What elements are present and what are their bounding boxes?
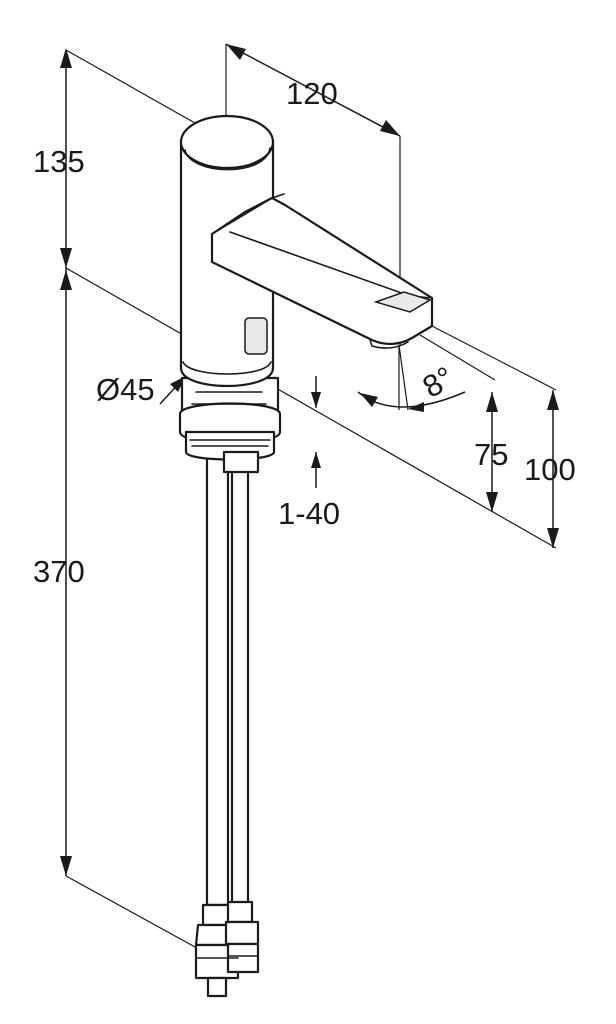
dim-label-diameter: Ø45 xyxy=(96,372,155,407)
dim-label-100: 100 xyxy=(524,452,576,487)
dimension-lines xyxy=(60,43,559,876)
supply-hoses xyxy=(194,450,260,998)
dim-label-370: 370 xyxy=(33,554,85,589)
dim-label-angle: 8° xyxy=(417,360,460,405)
dim-label-75: 75 xyxy=(474,437,508,472)
dim-label-deck: 1-40 xyxy=(278,496,340,531)
spout xyxy=(210,193,434,349)
dimension-labels: 135 120 Ø45 8° 75 100 1-40 370 xyxy=(33,76,576,589)
dim-label-120: 120 xyxy=(286,76,338,111)
dim-label-135: 135 xyxy=(33,144,85,179)
sensor-window xyxy=(244,317,268,355)
mounting-nut xyxy=(178,376,282,474)
